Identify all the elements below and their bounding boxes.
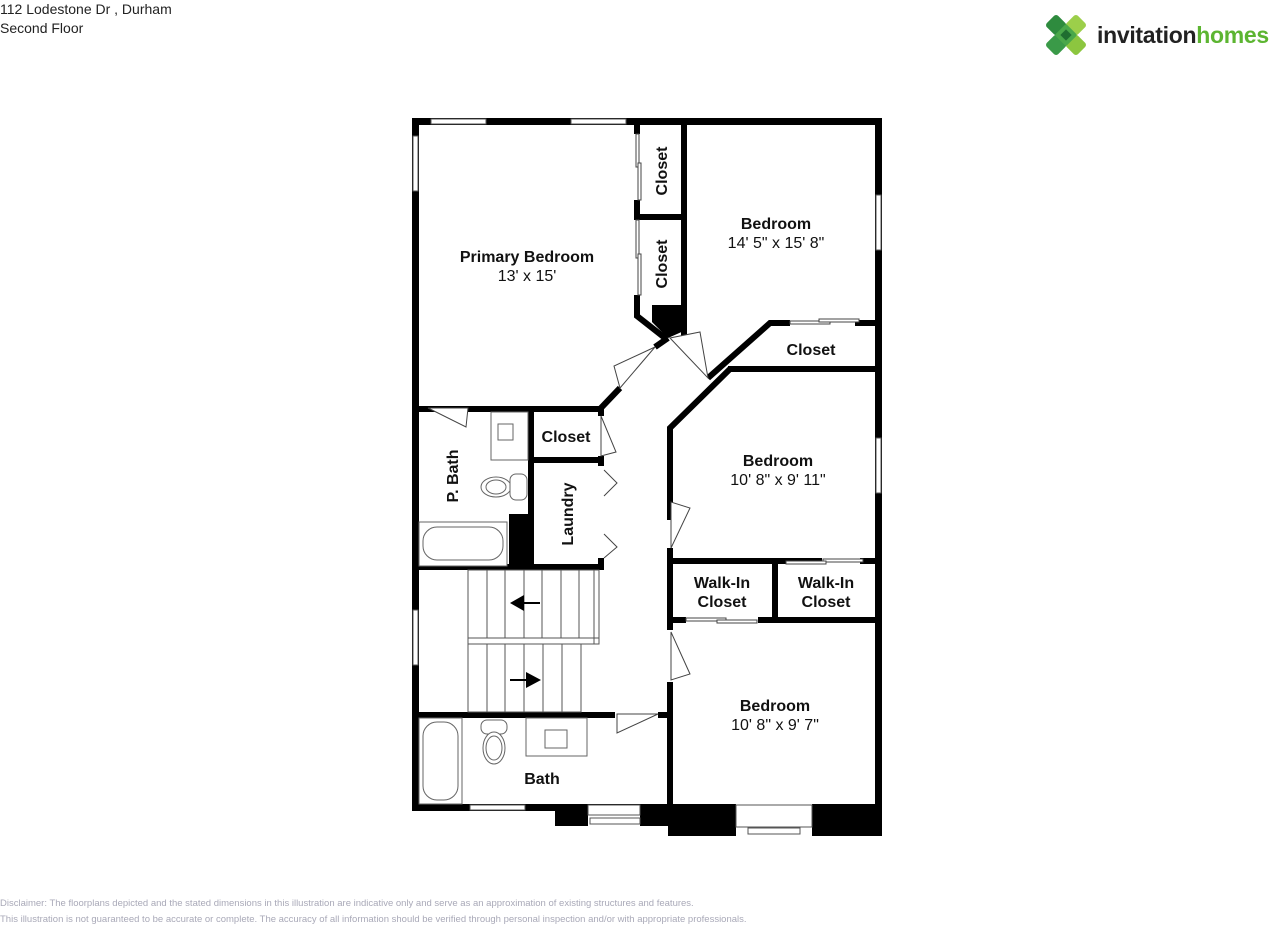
- disclaimer-line-1: Disclaimer: The floorplans depicted and …: [0, 898, 694, 909]
- room-bedroom-1-name: Bedroom: [741, 216, 811, 233]
- room-p-bath-name: P. Bath: [445, 449, 462, 502]
- room-closet-top-name: Closet: [654, 146, 671, 196]
- logo-word-invitation: invitation: [1097, 21, 1197, 48]
- logo-word-homes: homes: [1196, 21, 1269, 48]
- brand-logo: invitationhomes: [1043, 12, 1269, 58]
- room-closet-bedroom-1-name: Closet: [787, 342, 837, 359]
- logo-wordmark: invitationhomes: [1097, 22, 1269, 49]
- room-bedroom-2-name: Bedroom: [743, 453, 813, 470]
- room-fills: [413, 120, 881, 810]
- disclaimer-line-2: This illustration is not guaranteed to b…: [0, 914, 747, 925]
- windows: [412, 118, 882, 835]
- room-bedroom-3-dims: 10' 8" x 9' 7": [731, 717, 819, 734]
- room-laundry-name: Laundry: [560, 482, 577, 545]
- fixtures: [418, 411, 588, 805]
- room-bedroom-1-dims: 14' 5" x 15' 8": [728, 235, 825, 252]
- room-primary-bedroom-name: Primary Bedroom: [460, 249, 594, 266]
- clover-logo-icon: [1046, 15, 1086, 55]
- property-address: 112 Lodestone Dr , Durham: [0, 1, 172, 17]
- vanity-pbath: [490, 411, 529, 461]
- doors: [427, 133, 864, 734]
- floor-label: Second Floor: [0, 20, 84, 36]
- room-walkin-1-name: Walk-In: [694, 575, 750, 592]
- disclaimer: Disclaimer: The floorplans depicted and …: [0, 896, 747, 928]
- room-primary-bedroom-dims: 13' x 15': [498, 268, 557, 285]
- room-closet-hall-name: Closet: [542, 429, 592, 446]
- room-bedroom-2-dims: 10' 8" x 9' 11": [730, 472, 825, 489]
- room-walkin-1-name-2: Closet: [698, 594, 748, 611]
- staircase: [467, 569, 600, 713]
- room-bath-name: Bath: [524, 771, 560, 788]
- stair-arrows: [510, 595, 541, 688]
- room-walkin-2-name: Walk-In: [798, 575, 854, 592]
- room-bedroom-3-name: Bedroom: [740, 698, 810, 715]
- room-labels: Primary Bedroom 13' x 15' Closet Closet …: [445, 146, 854, 788]
- room-closet-mid-name: Closet: [654, 239, 671, 289]
- property-header: 112 Lodestone Dr , Durham Second Floor: [0, 0, 172, 38]
- room-walkin-2-name-2: Closet: [802, 594, 852, 611]
- interior-walls: [412, 118, 882, 810]
